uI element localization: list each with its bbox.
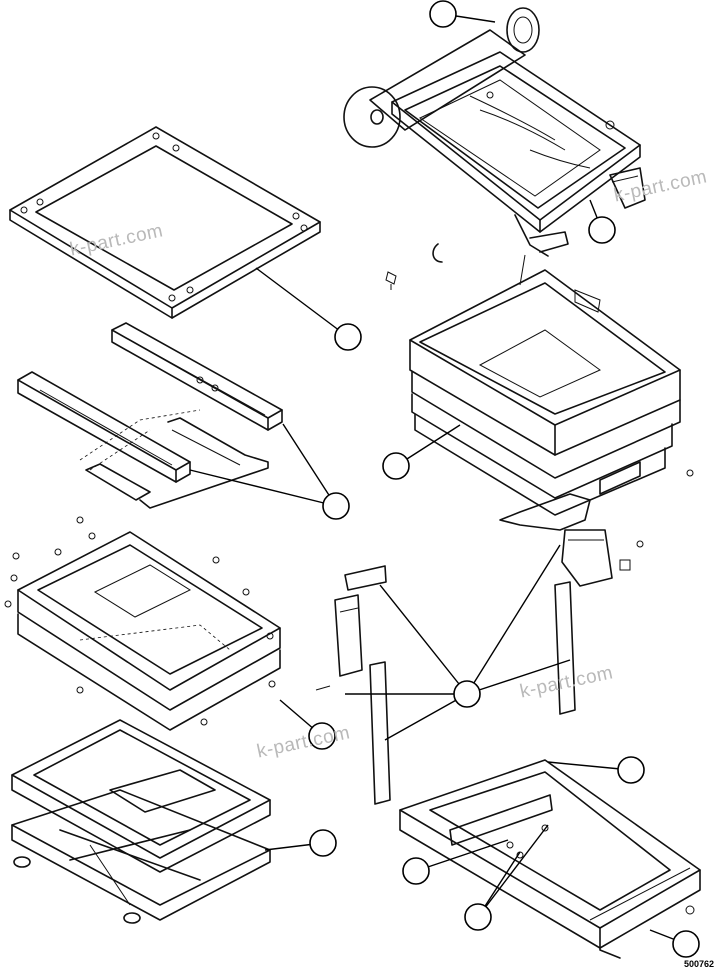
- seat-slide-rails: [17, 322, 283, 509]
- callout-seat-back: [429, 0, 457, 28]
- document-number: 500762: [683, 959, 714, 969]
- callout-tray-screws-a: [402, 857, 430, 885]
- leader-lines: [189, 13, 687, 945]
- seat-base-tray: [399, 759, 701, 959]
- callout-tray-rail: [617, 756, 645, 784]
- cushion-screws: [4, 516, 644, 726]
- callout-tray-screws-b: [464, 903, 492, 931]
- seat-gasket-frame: [9, 126, 321, 319]
- clip-fasteners: [385, 243, 443, 290]
- callout-gasket-frame: [334, 323, 362, 351]
- seat-back-frame: [343, 7, 646, 257]
- seat-cushion-pad: [4, 516, 644, 731]
- callout-seat-belt: [453, 680, 481, 708]
- callout-suspension: [309, 829, 337, 857]
- callout-back-bracket: [588, 216, 616, 244]
- scissor-suspension: [11, 719, 271, 924]
- callout-cushion-bucket: [382, 452, 410, 480]
- callout-cushion-pad: [308, 722, 336, 750]
- seat-belt-assembly: [315, 493, 631, 805]
- callout-base-tray: [672, 930, 700, 958]
- callout-slide-rails: [322, 492, 350, 520]
- callout-circles: [308, 0, 700, 958]
- seat-cushion-bucket: [409, 254, 694, 516]
